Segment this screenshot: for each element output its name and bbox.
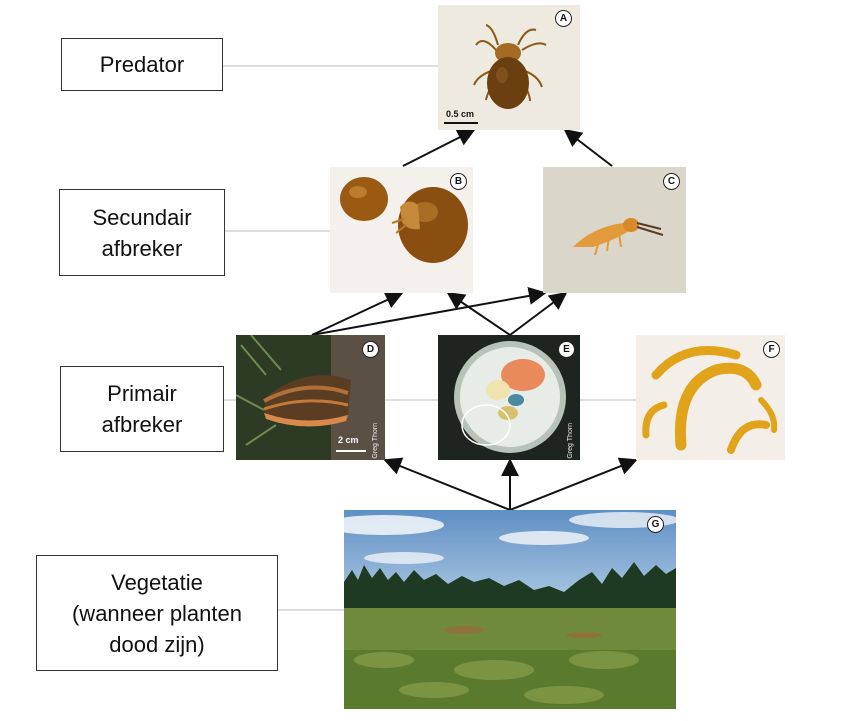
scale-a: 0.5 cm [446, 109, 475, 119]
arrow-e-to-b [446, 291, 511, 336]
badge-b: B [450, 173, 467, 190]
badge-f: F [763, 341, 780, 358]
credit-d: Greg Thorn [372, 423, 379, 459]
arrow-d-to-c [311, 287, 547, 336]
photo-d-bracket-fungus: D 2 cm Greg Thorn [236, 335, 385, 460]
photo-f-worms: F [636, 335, 785, 460]
badge-e: E [558, 341, 575, 358]
photo-c-springtail: C [543, 167, 686, 293]
label-vegetation-text: Vegetatie (wanneer planten dood zijn) [71, 569, 242, 657]
badge-c: C [663, 173, 680, 190]
label-vegetation: Vegetatie (wanneer planten dood zijn) [36, 555, 278, 671]
arrow-d-to-b [311, 291, 404, 336]
label-connectors [223, 65, 636, 611]
arrow-g-to-d [383, 457, 511, 511]
badge-g: G [647, 516, 664, 533]
label-primary-decomposer: Primair afbreker [60, 366, 224, 452]
label-secondary-decomposer: Secundair afbreker [59, 189, 225, 276]
arrow-c-to-a [563, 128, 613, 167]
badge-a: A [555, 10, 572, 27]
label-predator: Predator [61, 38, 223, 91]
label-predator-text: Predator [99, 52, 185, 77]
label-primary-text: Primair afbreker [101, 381, 183, 437]
photo-e-petri-dish-mould: E Greg Thorn [438, 335, 580, 460]
photo-b-oribatid-mite: B [330, 167, 473, 293]
photo-a-predatory-mite: A 0.5 cm [438, 5, 580, 130]
photo-g-vegetation-landscape: G [344, 510, 676, 709]
arrow-e-to-c [509, 291, 568, 336]
scale-d: 2 cm [338, 435, 359, 445]
label-secondary-text: Secundair afbreker [92, 204, 192, 261]
arrow-b-to-a [402, 129, 476, 167]
arrow-g-to-f [509, 457, 638, 511]
badge-d: D [362, 341, 379, 358]
credit-e: Greg Thorn [567, 423, 574, 459]
energy-arrows [311, 128, 638, 511]
